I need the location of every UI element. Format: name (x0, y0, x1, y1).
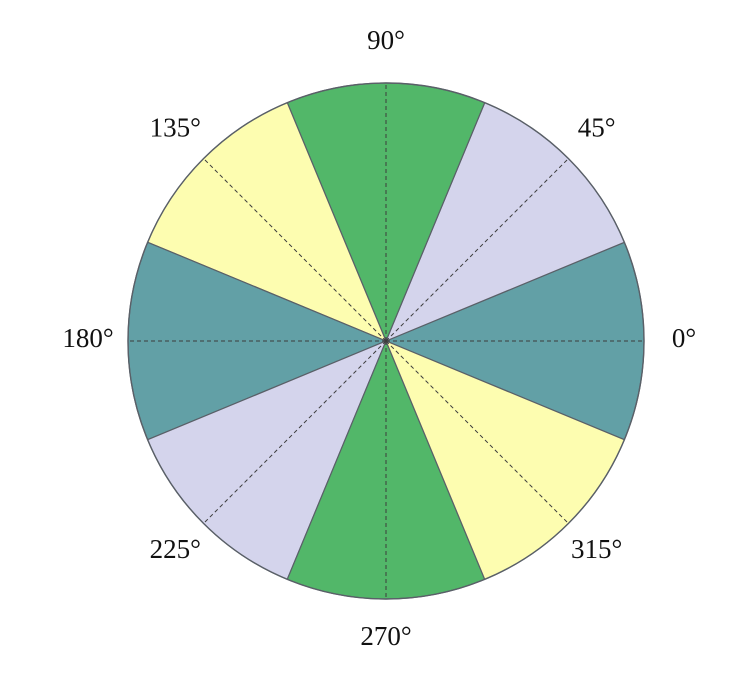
guide-line-group (128, 83, 644, 599)
guide-line-315 (385, 340, 569, 524)
guide-line-135 (203, 158, 387, 342)
angle-label-0: 0° (672, 323, 696, 353)
angle-label-180: 180° (62, 323, 113, 353)
angle-label-90: 90° (367, 25, 405, 55)
angle-label-135: 135° (150, 113, 201, 143)
guide-line-45 (385, 158, 569, 342)
angle-label-225: 225° (150, 534, 201, 564)
angle-label-270: 270° (360, 621, 411, 651)
angle-label-45: 45° (578, 113, 616, 143)
circle-outline (127, 82, 645, 600)
angle-label-group: 0° 45° 90° 135° 180° 225° 270° 315° (62, 25, 696, 651)
guide-line-225 (203, 340, 387, 524)
angle-label-315: 315° (571, 534, 622, 564)
